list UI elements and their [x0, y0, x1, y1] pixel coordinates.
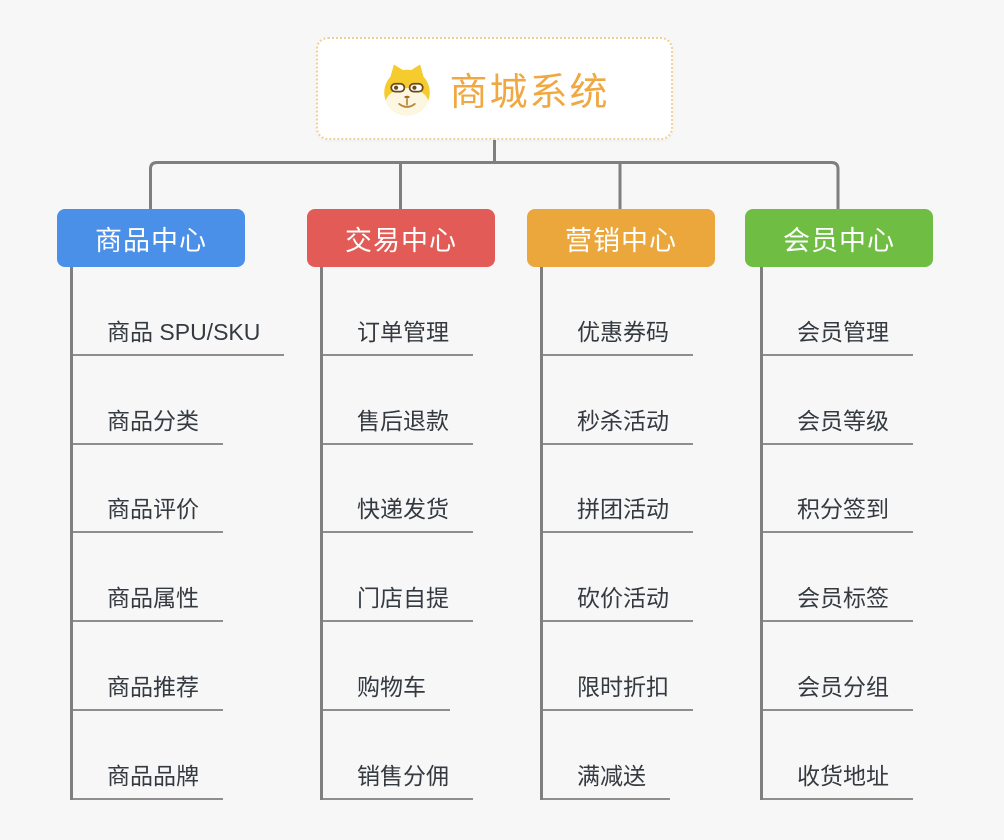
leaf-node[interactable]: 售后退款: [323, 408, 473, 445]
leaf-node[interactable]: 优惠券码: [543, 319, 693, 356]
leaf-node[interactable]: 订单管理: [323, 319, 473, 356]
branch-marketing-children: 优惠券码 秒杀活动 拼团活动 砍价活动 限时折扣 满减送: [540, 267, 793, 800]
leaf-node[interactable]: 满减送: [543, 763, 670, 800]
branch-label: 营销中心: [565, 225, 677, 256]
leaf-node[interactable]: 限时折扣: [543, 674, 693, 712]
branch-trade-center[interactable]: 交易中心: [307, 209, 495, 267]
leaf-node[interactable]: 快递发货: [323, 496, 473, 534]
leaf-node[interactable]: 商品属性: [73, 585, 223, 623]
branch-product-center[interactable]: 商品中心: [57, 209, 245, 267]
leaf-node[interactable]: 会员管理: [763, 319, 913, 356]
leaf-node[interactable]: 收货地址: [763, 763, 913, 800]
branch-label: 商品中心: [95, 225, 207, 256]
leaf-node[interactable]: 会员分组: [763, 674, 913, 712]
branch-label: 会员中心: [783, 225, 895, 256]
leaf-node[interactable]: 积分签到: [763, 496, 913, 534]
leaf-node[interactable]: 商品分类: [73, 408, 223, 445]
leaf-node[interactable]: 销售分佣: [323, 763, 473, 800]
doge-icon: [384, 64, 431, 115]
branch-member-children: 会员管理 会员等级 积分签到 会员标签 会员分组 收货地址: [760, 267, 1004, 800]
leaf-node[interactable]: 会员标签: [763, 585, 913, 623]
leaf-node[interactable]: 秒杀活动: [543, 408, 693, 445]
root-title: 商城系统: [449, 72, 610, 114]
leaf-node[interactable]: 商品评价: [73, 496, 223, 534]
leaf-node[interactable]: 商品 SPU/SKU: [73, 319, 285, 356]
leaf-node[interactable]: 拼团活动: [543, 496, 693, 534]
leaf-node[interactable]: 购物车: [323, 674, 450, 712]
branch-trade-children: 订单管理 售后退款 快递发货 门店自提 购物车 销售分佣: [320, 267, 573, 800]
branch-product-children: 商品 SPU/SKU 商品分类 商品评价 商品属性 商品推荐 商品品牌: [70, 267, 323, 800]
branch-member-center[interactable]: 会员中心: [745, 209, 933, 267]
leaf-node[interactable]: 会员等级: [763, 408, 913, 445]
root-node[interactable]: 商城系统: [316, 37, 673, 140]
branch-marketing-center[interactable]: 营销中心: [527, 209, 715, 267]
leaf-node[interactable]: 门店自提: [323, 585, 473, 623]
leaf-node[interactable]: 商品品牌: [73, 763, 223, 800]
branch-label: 交易中心: [345, 225, 457, 256]
leaf-node[interactable]: 砍价活动: [543, 585, 693, 623]
leaf-node[interactable]: 商品推荐: [73, 674, 223, 712]
